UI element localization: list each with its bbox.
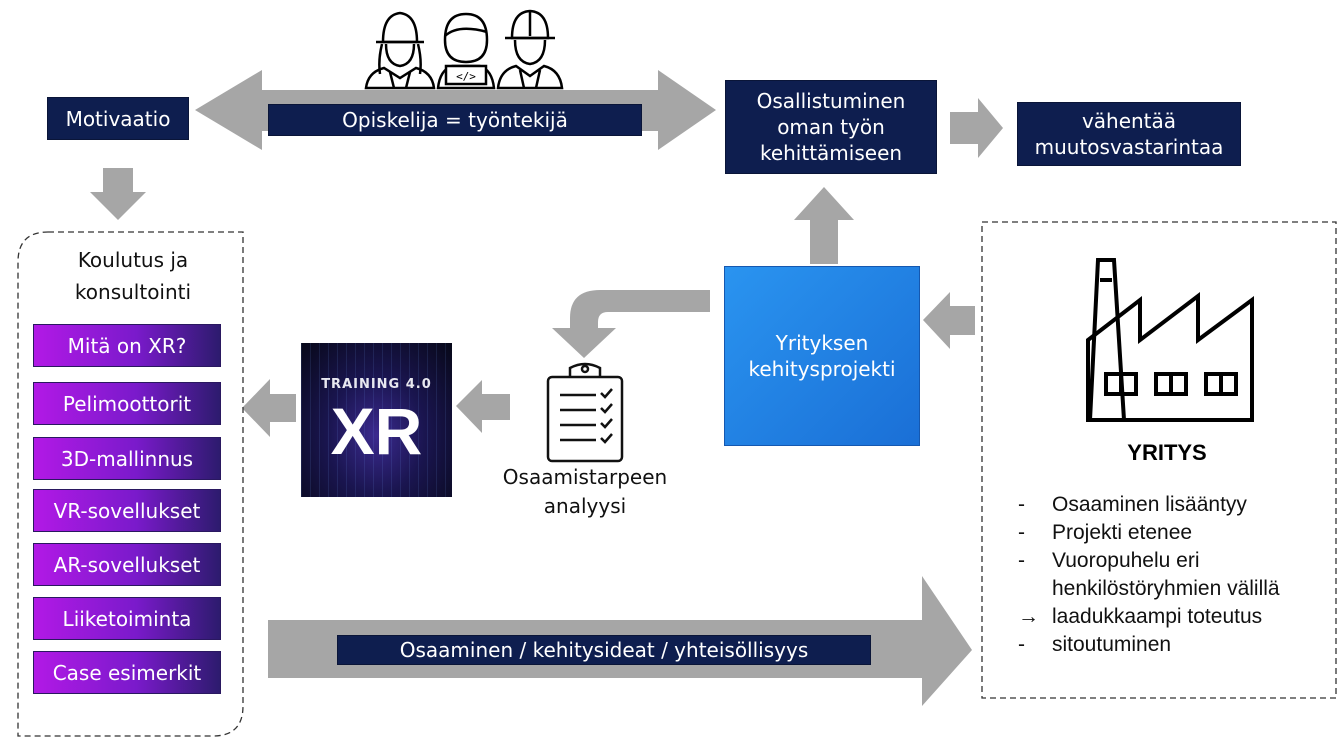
analysis-label-line-1: Osaamistarpeen — [502, 465, 668, 489]
project-line-2: kehitysprojekti — [748, 357, 896, 381]
case-examples-item: Case esimerkit — [33, 651, 221, 694]
opiskelija-box: Opiskelija = työntekijä — [268, 104, 642, 136]
3d-modeling-item: 3D-mallinnus — [33, 437, 221, 480]
list-item: henkilöstöryhmien välillä — [1052, 577, 1280, 600]
factory-icon — [1086, 258, 1254, 422]
list-item: -Vuoropuhelu eri — [1018, 549, 1200, 572]
logo-subtitle: TRAINING 4.0 — [321, 377, 432, 392]
ar-apps-item: AR-sovellukset — [33, 543, 221, 586]
developer-laptop-icon: </> — [436, 12, 496, 90]
vahentaa-line-1: vähentää — [1081, 109, 1177, 133]
vahentaa-line-2: muutosvastarintaa — [1034, 135, 1224, 159]
worker-woman-icon — [364, 11, 436, 90]
list-item: -sitoutuminen — [1018, 633, 1172, 656]
analysis-label: Osaamistarpeen analyysi — [496, 463, 674, 521]
opiskelija-label: Opiskelija = työntekijä — [342, 108, 568, 132]
osallistuminen-line-1: Osallistuminen — [756, 89, 906, 113]
motivaatio-box: Motivaatio — [47, 97, 189, 140]
xr-training-logo: TRAINING 4.0 XR — [301, 343, 452, 497]
company-benefits-list: -Osaaminen lisääntyy -Projekti etenee -V… — [1018, 491, 1280, 659]
left-panel-border — [17, 231, 244, 737]
svg-text:</>: </> — [456, 70, 476, 83]
bottom-bar-box: Osaaminen / kehitysideat / yhteisöllisyy… — [337, 635, 871, 665]
list-item: →laadukkaampi toteutus — [1018, 605, 1263, 628]
list-item: -Projekti etenee — [1018, 521, 1193, 544]
list-item: -Osaaminen lisääntyy — [1018, 493, 1247, 516]
project-box: Yrityksen kehitysprojekti — [724, 266, 920, 446]
xr-topic-item: Mitä on XR? — [33, 324, 221, 367]
project-line-1: Yrityksen — [775, 331, 869, 355]
left-panel-title: Koulutus ja konsultointi — [28, 244, 238, 308]
arrow-left-2 — [456, 380, 510, 433]
logo-title: XR — [330, 394, 423, 468]
arrow-down-1 — [90, 168, 146, 220]
osallistuminen-box: Osallistuminen oman työn kehittämiseen — [725, 80, 937, 174]
curved-arrow — [552, 290, 710, 358]
arrow-left-3 — [242, 379, 296, 437]
motivaatio-label: Motivaatio — [65, 106, 171, 131]
checklist-clipboard-icon — [546, 362, 624, 463]
business-item: Liiketoiminta — [33, 597, 221, 640]
logo-streaks — [301, 343, 452, 497]
arrow-up-1 — [794, 187, 854, 264]
company-title: YRITYS — [1127, 440, 1207, 465]
left-panel-title-line-1: Koulutus ja — [77, 248, 189, 272]
osallistuminen-line-2: oman työn — [777, 115, 885, 139]
osallistuminen-line-3: kehittämiseen — [759, 141, 903, 165]
left-panel-title-line-2: konsultointi — [74, 280, 192, 304]
game-engines-item: Pelimoottorit — [33, 382, 221, 425]
vr-apps-item: VR-sovellukset — [33, 489, 221, 532]
arrow-right-1 — [950, 98, 1003, 158]
arrow-left-company — [923, 292, 975, 349]
analysis-label-line-2: analyysi — [543, 494, 627, 518]
bottom-bar-label: Osaaminen / kehitysideat / yhteisöllisyy… — [399, 638, 809, 662]
company-panel-border — [981, 221, 1337, 699]
worker-man-icon — [496, 9, 564, 90]
vahentaa-box: vähentää muutosvastarintaa — [1017, 102, 1241, 166]
